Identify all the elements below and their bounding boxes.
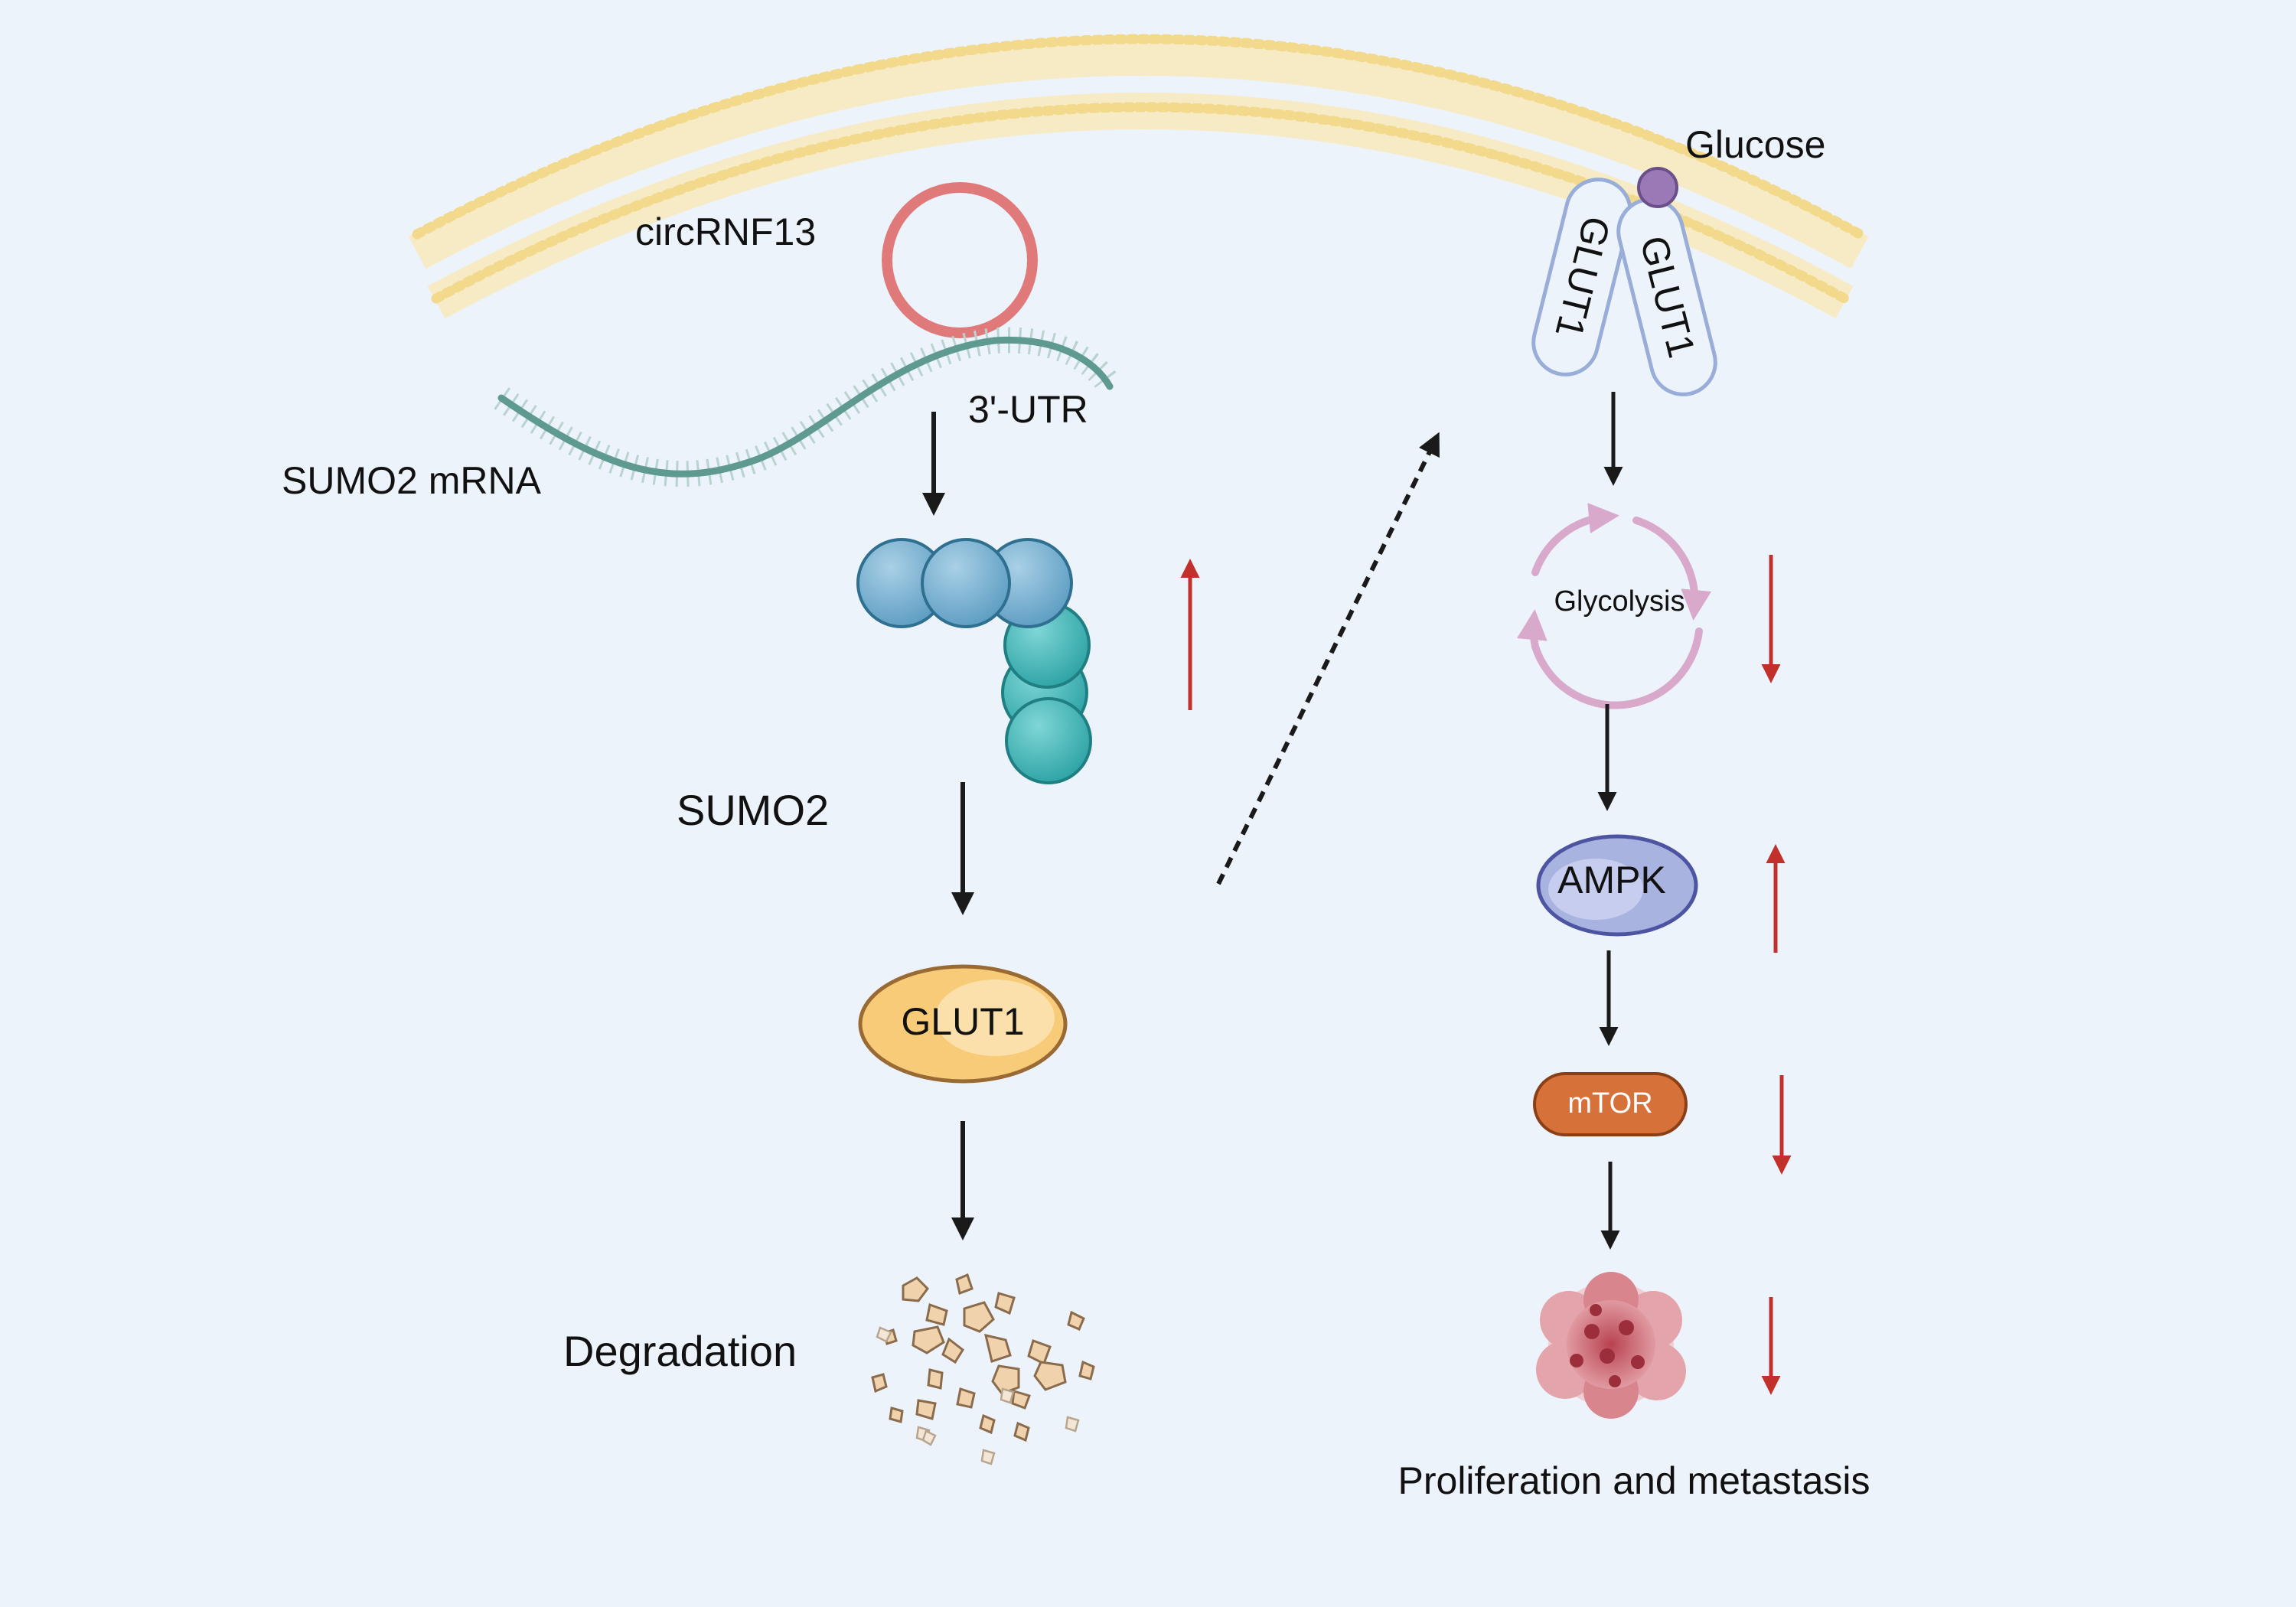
ampk-label: AMPK bbox=[1557, 859, 1666, 901]
glucose-molecule bbox=[1637, 167, 1678, 208]
utr-label: 3'-UTR bbox=[968, 388, 1088, 431]
glycolysis-label: Glycolysis bbox=[1554, 585, 1684, 618]
proliferation-metastasis-label: Proliferation and metastasis bbox=[1398, 1459, 1870, 1502]
ampk-protein bbox=[1536, 834, 1698, 937]
mtor-label: mTOR bbox=[1567, 1087, 1652, 1120]
circrnf13-label: circRNF13 bbox=[635, 210, 816, 253]
sumo2-label: SUMO2 bbox=[677, 786, 829, 834]
tumor-cell-cluster bbox=[1536, 1272, 1686, 1419]
glycolysis-cycle bbox=[1516, 503, 1712, 709]
degradation-label: Degradation bbox=[563, 1327, 797, 1375]
glut1-transporter-a bbox=[1531, 178, 1632, 376]
mtor-protein bbox=[1533, 1072, 1688, 1136]
sumo2-mrna-label: SUMO2 mRNA bbox=[282, 459, 542, 502]
sumo2-mrna-strand bbox=[494, 327, 1121, 487]
glut1-protein-label: GLUT1 bbox=[901, 1000, 1024, 1043]
glut1-protein bbox=[858, 964, 1068, 1084]
degraded-fragments-faded bbox=[876, 1326, 1080, 1465]
degraded-fragments bbox=[871, 1273, 1095, 1442]
circrnf13-circle bbox=[882, 182, 1038, 338]
sumo2-protein bbox=[856, 538, 1092, 784]
dotted-arrow-to-membrane bbox=[1216, 432, 1440, 885]
cell-membrane bbox=[408, 34, 1869, 319]
glucose-label: Glucose bbox=[1685, 123, 1825, 166]
